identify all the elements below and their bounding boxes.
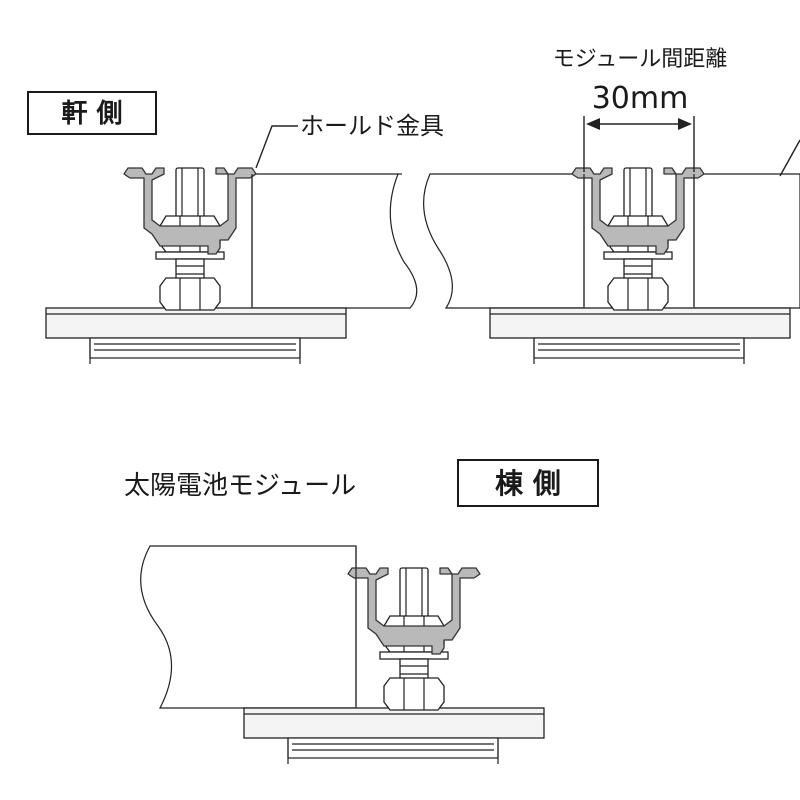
eave-side-assembly [45, 167, 418, 365]
module-gap-assembly [423, 167, 800, 365]
ridge-side-label-group: 棟 側 [457, 459, 599, 507]
module-gap-dimension: モジュール間距離 30mm [553, 47, 800, 177]
arrow-right-icon [678, 118, 692, 130]
solar-module-label: 太陽電池モジュール [124, 471, 356, 501]
ridge-side-label: 棟 側 [495, 467, 561, 500]
eave-side-label-group: 軒 側 [27, 91, 157, 135]
ridge-side-assembly [140, 545, 545, 765]
eave-side-label: 軒 側 [61, 98, 122, 129]
hold-bracket-label: ホールド金具 [300, 112, 444, 140]
module-gap-value: 30mm [592, 81, 689, 116]
hold-bracket-callout: ホールド金具 [255, 112, 444, 169]
module-gap-title: モジュール間距離 [553, 47, 727, 72]
arrow-left-icon [586, 118, 600, 130]
